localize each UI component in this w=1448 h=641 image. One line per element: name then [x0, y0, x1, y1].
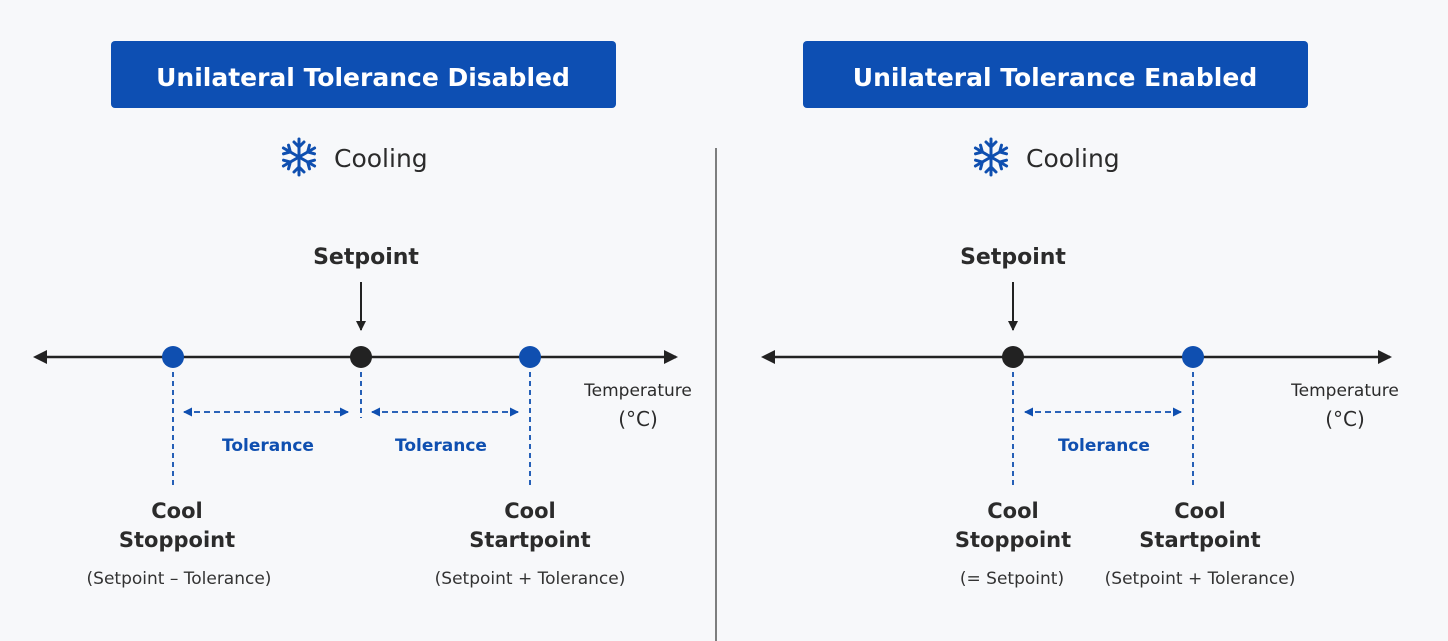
axis-right-arrowhead	[1378, 350, 1392, 364]
banner-disabled	[111, 41, 616, 108]
mode-label-cooling: Cooling	[1026, 144, 1120, 173]
startpoint-name-line1: Cool	[504, 499, 555, 523]
stoppoint-formula: (= Setpoint)	[960, 569, 1064, 589]
startpoint-name-line2: Startpoint	[469, 528, 590, 552]
snowflake-icon	[973, 137, 1009, 177]
axis-left-arrowhead	[33, 350, 47, 364]
axis-right-arrowhead	[664, 350, 678, 364]
stoppoint-name-line1: Cool	[987, 499, 1038, 523]
setpoint-label: Setpoint	[313, 245, 419, 270]
banner-enabled-label: Unilateral Tolerance Enabled	[853, 63, 1257, 92]
tolerance-label: Tolerance	[1058, 436, 1150, 456]
startpoint-name-line1: Cool	[1174, 499, 1225, 523]
snowflake-icon	[281, 137, 317, 177]
axis-label-unit: (°C)	[618, 407, 658, 431]
axis-left-arrowhead	[761, 350, 775, 364]
stoppoint-name-line2: Stoppoint	[119, 528, 235, 552]
axis-label-temperature: Temperature	[1290, 381, 1399, 401]
banner-enabled	[803, 41, 1308, 108]
mode-label-cooling: Cooling	[334, 144, 428, 173]
setpoint-dot	[350, 346, 372, 368]
tolerance-label-lower: Tolerance	[222, 436, 314, 456]
setpoint-label: Setpoint	[960, 245, 1066, 270]
cool-startpoint-dot	[1182, 346, 1204, 368]
panel-disabled: Unilateral Tolerance Disabled Cooling Se…	[33, 41, 692, 589]
startpoint-formula: (Setpoint + Tolerance)	[435, 569, 626, 589]
banner-disabled-label: Unilateral Tolerance Disabled	[156, 63, 570, 92]
startpoint-formula: (Setpoint + Tolerance)	[1105, 569, 1296, 589]
stoppoint-name-line1: Cool	[151, 499, 202, 523]
setpoint-dot	[1002, 346, 1024, 368]
stoppoint-name-line2: Stoppoint	[955, 528, 1071, 552]
cool-stoppoint-dot	[162, 346, 184, 368]
cool-startpoint-dot	[519, 346, 541, 368]
tolerance-label-upper: Tolerance	[395, 436, 487, 456]
panel-enabled: Unilateral Tolerance Enabled Cooling Set…	[761, 41, 1399, 589]
axis-label-temperature: Temperature	[583, 381, 692, 401]
stoppoint-formula: (Setpoint – Tolerance)	[87, 569, 272, 589]
axis-label-unit: (°C)	[1325, 407, 1365, 431]
startpoint-name-line2: Startpoint	[1139, 528, 1260, 552]
